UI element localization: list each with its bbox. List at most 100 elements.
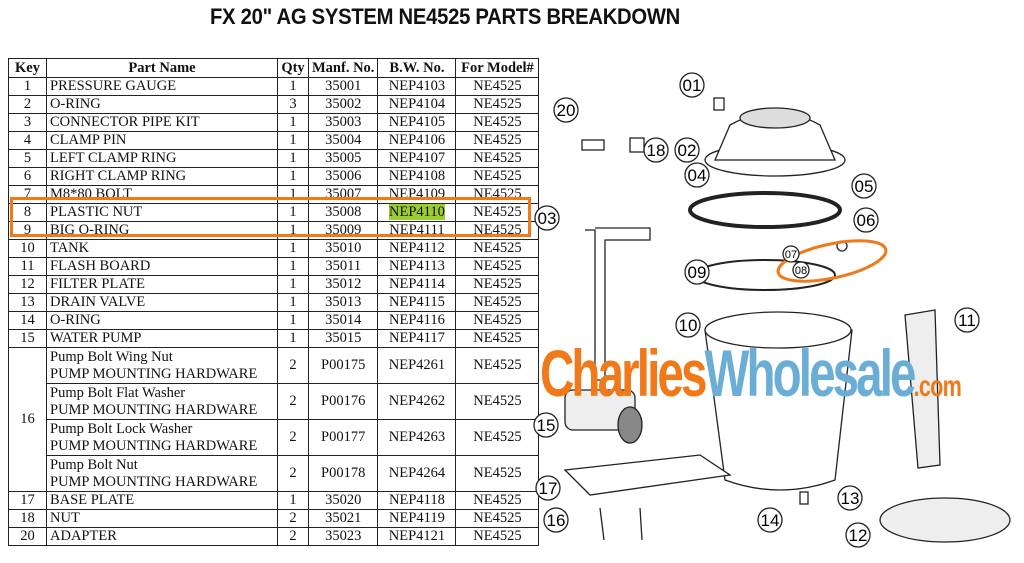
qty-cell: 2	[277, 455, 309, 492]
key-cell: 3	[8, 113, 47, 132]
part-subname: PUMP MOUNTING HARDWARE	[50, 401, 258, 418]
callout-label: 02	[678, 141, 697, 160]
callout-label: 17	[539, 479, 558, 498]
model-cell: NE4525	[455, 131, 540, 150]
callout-14: 14	[757, 507, 783, 533]
model-cell: NE4525	[455, 203, 540, 222]
callout-label: 14	[761, 511, 780, 530]
manf-no-cell: 35015	[307, 329, 379, 348]
pressure-gauge	[713, 97, 725, 111]
callout-08: 08	[792, 261, 810, 279]
table-header-row: Key Part Name Qty Manf. No. B.W. No. For…	[8, 58, 540, 78]
highlight-ellipse	[776, 239, 888, 283]
header-part-name: Part Name	[46, 58, 278, 78]
model-cell: NE4525	[455, 257, 540, 276]
bw-no-cell: NEP4110	[377, 203, 457, 222]
model-cell: NE4525	[455, 347, 540, 384]
part-subname: PUMP MOUNTING HARDWARE	[50, 473, 258, 490]
manf-no-cell: 35014	[307, 311, 379, 330]
qty-cell: 2	[277, 527, 309, 546]
header-key: Key	[8, 58, 47, 78]
key-cell: 13	[8, 293, 47, 312]
callout-circle	[543, 507, 569, 533]
bw-no-cell: NEP4118	[377, 491, 457, 510]
qty-cell: 1	[277, 311, 309, 330]
qty-cell: 1	[277, 257, 309, 276]
bw-no-cell: NEP4113	[377, 257, 457, 276]
key-cell: 20	[8, 527, 47, 546]
model-cell: NE4525	[455, 509, 540, 528]
nut-part	[629, 137, 645, 153]
pump-hardware-bolts	[599, 507, 643, 541]
callout-11: 11	[954, 307, 980, 333]
bw-no-cell: NEP4119	[377, 509, 457, 528]
bw-no-cell: NEP4121	[377, 527, 457, 546]
manf-no-cell: P00177	[307, 419, 379, 456]
callout-09: 09	[684, 259, 710, 285]
bw-no-cell: NEP4117	[377, 329, 457, 348]
watermark-com: .com	[913, 370, 962, 403]
bw-no-cell: NEP4105	[377, 113, 457, 132]
callout-label: 09	[688, 263, 707, 282]
callout-07: 07	[782, 245, 800, 263]
part-name: Pump Bolt Flat Washer	[50, 384, 186, 401]
qty-cell: 1	[277, 491, 309, 510]
callout-label: 06	[857, 211, 876, 230]
manf-no-cell: P00178	[307, 455, 379, 492]
model-cell: NE4525	[455, 491, 540, 510]
callout-05: 05	[851, 173, 877, 199]
part-name-cell: WATER PUMP	[46, 329, 278, 348]
part-name-cell: FILTER PLATE	[46, 275, 278, 294]
callout-04: 04	[684, 162, 710, 188]
qty-cell: 1	[277, 329, 309, 348]
bw-no-cell: NEP4264	[377, 455, 457, 492]
parts-table: Key Part Name Qty Manf. No. B.W. No. For…	[8, 58, 540, 546]
manf-no-cell: 35012	[307, 275, 379, 294]
connector-pipe	[585, 227, 651, 381]
bw-no-cell: NEP4116	[377, 311, 457, 330]
callout-circle	[757, 507, 783, 533]
part-name-cell: TANK	[46, 239, 278, 258]
callout-label: 20	[557, 101, 576, 120]
manf-no-cell: P00176	[307, 383, 379, 420]
qty-cell: 1	[277, 131, 309, 150]
model-cell: NE4525	[455, 77, 540, 96]
clamp-ring	[688, 191, 842, 229]
callout-15: 15	[533, 412, 559, 438]
big-o-ring	[694, 259, 836, 291]
callout-label: 01	[683, 76, 702, 95]
callout-circle	[679, 72, 705, 98]
model-cell: NE4525	[455, 275, 540, 294]
part-name-cell: NUT	[46, 509, 278, 528]
callout-18: 18	[643, 137, 669, 163]
manf-no-cell: 35021	[307, 509, 379, 528]
callout-13: 13	[837, 485, 863, 511]
bw-no-cell: NEP4107	[377, 149, 457, 168]
model-cell: NE4525	[455, 383, 540, 420]
callout-12: 12	[845, 522, 871, 548]
part-subname: PUMP MOUNTING HARDWARE	[50, 437, 258, 454]
base-plate	[563, 454, 732, 496]
callout-02: 02	[674, 137, 700, 163]
manf-no-cell: 35001	[307, 77, 379, 96]
qty-cell: 3	[277, 95, 309, 114]
model-cell: NE4525	[455, 149, 540, 168]
watermark-wholesale: Wholesale	[704, 336, 916, 410]
part-subname: PUMP MOUNTING HARDWARE	[50, 365, 258, 382]
part-name: Pump Bolt Nut	[50, 456, 138, 473]
callout-label: 11	[958, 311, 976, 330]
header-qty: Qty	[277, 58, 309, 78]
manf-no-cell: 35004	[307, 131, 379, 150]
part-name-cell: RIGHT CLAMP RING	[46, 167, 278, 186]
bw-no-cell: NEP4115	[377, 293, 457, 312]
